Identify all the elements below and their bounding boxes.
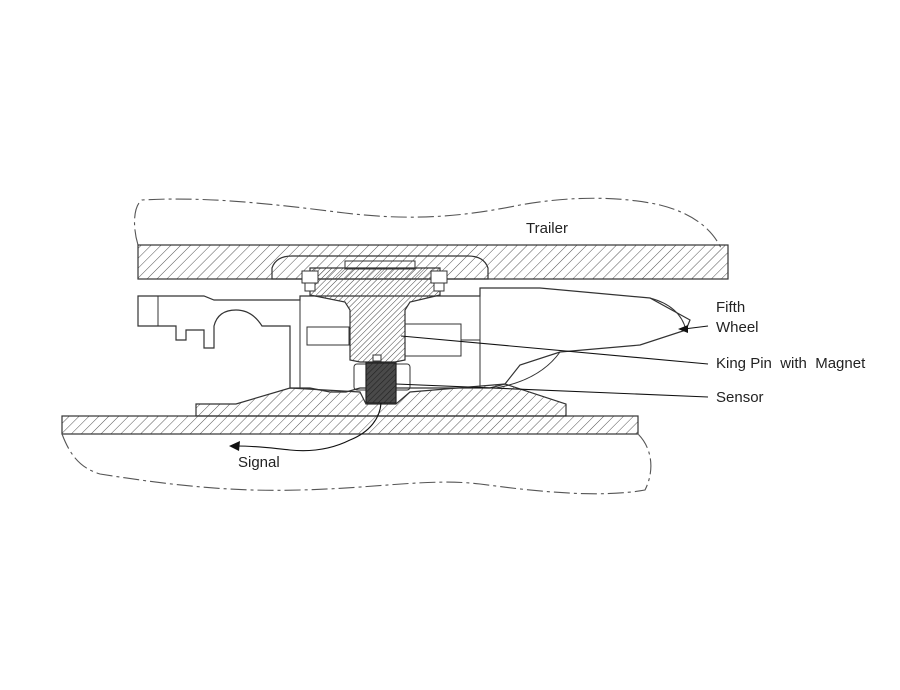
mount-plate <box>271 255 489 280</box>
label-trailer: Trailer <box>526 220 568 237</box>
bolt-right <box>430 270 448 284</box>
signal-cable <box>229 402 382 452</box>
truck-outline <box>61 433 652 495</box>
truck-frame <box>61 415 652 495</box>
leader-king-pin <box>400 335 709 365</box>
signal-wire <box>235 402 382 452</box>
left-slot <box>306 326 350 346</box>
label-king-pin: King Pin with Magnet <box>716 355 866 372</box>
fifth-wheel-body <box>137 287 691 393</box>
truck-plate <box>61 415 639 435</box>
sensor-block <box>365 362 397 404</box>
bolt-right-nut <box>433 282 445 292</box>
magnet <box>372 354 382 362</box>
signal-arrow <box>229 441 240 451</box>
bolt-left <box>301 270 319 284</box>
trailer-body <box>133 197 729 280</box>
bolt-left-nut <box>304 282 316 292</box>
king-pin-shape <box>309 267 441 363</box>
leader-sensor <box>395 383 709 398</box>
leader-lines <box>395 325 709 398</box>
label-sensor: Sensor <box>716 389 764 406</box>
king-pin <box>301 267 448 363</box>
label-fifth-wheel-line2: Wheel <box>716 319 759 336</box>
label-fifth-wheel-line1: Fifth <box>716 299 745 316</box>
fifth-wheel-outline <box>137 287 691 393</box>
label-signal: Signal <box>238 454 280 471</box>
labels: Trailer Fifth Wheel King Pin with Magnet… <box>238 220 866 471</box>
right-slot <box>404 323 462 357</box>
sensor <box>353 362 411 404</box>
leader-fifth-wheel-arrow <box>678 325 688 333</box>
trailer-outline <box>133 197 723 251</box>
